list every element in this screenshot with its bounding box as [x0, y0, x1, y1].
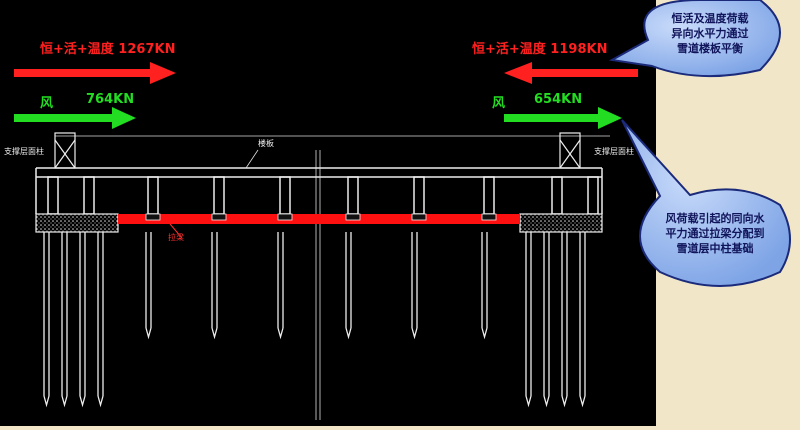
bottom-callout-text: 风荷载引起的同向水 平力通过拉梁分配到 雪道层中柱基础	[640, 212, 790, 257]
pile	[579, 232, 586, 408]
pile	[277, 232, 284, 340]
pile	[481, 232, 488, 340]
pile-tip	[543, 395, 550, 408]
top-callout-text: 恒活及温度荷载 异向水平力通过 雪道楼板平衡	[652, 12, 768, 57]
pile-tip	[561, 395, 568, 408]
top-callout-line-1: 恒活及温度荷载	[671, 12, 749, 25]
pile-tip	[345, 327, 352, 340]
beam-joint	[345, 213, 361, 221]
center-axis	[315, 150, 321, 420]
top-callout-line-2: 异向水平力通过	[671, 26, 749, 40]
pile	[61, 232, 68, 408]
top-callout-bubble	[608, 0, 781, 78]
left-wind-arrow	[14, 107, 136, 129]
pile-tip	[61, 395, 68, 408]
right-wind-name: 风	[492, 96, 506, 111]
top-callout-line-3: 雪道楼板平衡	[677, 41, 743, 55]
piles	[43, 232, 586, 408]
tie-beam-label: 拉梁	[168, 233, 184, 242]
right-dead-live-temp-label: 恒+活+温度 1198KN	[472, 42, 608, 57]
left-wind-value: 764KN	[86, 92, 135, 107]
pile-tip	[525, 395, 532, 408]
pile-tip	[277, 327, 284, 340]
pile-tip	[43, 395, 50, 408]
pile	[43, 232, 50, 408]
pile	[145, 232, 152, 340]
beam-joint	[211, 213, 227, 221]
floor-slab	[35, 167, 603, 214]
pile-tip	[481, 327, 488, 340]
floor-slab-label: 楼板	[258, 139, 274, 148]
right-dead-live-arrow	[504, 62, 638, 84]
pile	[211, 232, 218, 340]
pile-tip	[411, 327, 418, 340]
bottom-callout-line-1: 风荷载引起的同向水	[665, 212, 765, 225]
bottom-callout-line-3: 雪道层中柱基础	[676, 241, 754, 255]
left-support-column-label: 支撑层面柱	[4, 147, 44, 156]
pile-tip	[79, 395, 86, 408]
beam-joint	[481, 213, 497, 221]
pile	[97, 232, 104, 408]
right-pile-cap	[519, 213, 603, 233]
pile	[79, 232, 86, 408]
right-wind-arrow	[504, 107, 622, 129]
left-support-column-shape	[54, 132, 76, 169]
beam-joint	[277, 213, 293, 221]
pile-tip	[579, 395, 586, 408]
floor-slab-leader	[245, 149, 259, 169]
left-wind-name: 风	[40, 96, 54, 111]
left-pile-cap	[35, 213, 119, 233]
left-dead-live-temp-label: 恒+活+温度 1267KN	[40, 42, 176, 57]
beam-joint	[411, 213, 427, 221]
bottom-callout-bubble	[621, 119, 791, 287]
pile	[561, 232, 568, 408]
right-support-column-label: 支撑层面柱	[594, 147, 634, 156]
pile	[411, 232, 418, 340]
bottom-callout-line-2: 平力通过拉梁分配到	[665, 226, 765, 240]
left-dead-live-arrow	[14, 62, 176, 84]
pile-tip	[211, 327, 218, 340]
beam-joints	[145, 213, 497, 221]
pile-tip	[145, 327, 152, 340]
pile	[543, 232, 550, 408]
pile	[525, 232, 532, 408]
beam-joint	[145, 213, 161, 221]
pile	[345, 232, 352, 340]
right-wind-value: 654KN	[534, 92, 583, 107]
tie-beam	[118, 214, 520, 224]
pile-tip	[97, 395, 104, 408]
tie-beam-leader	[169, 223, 183, 239]
